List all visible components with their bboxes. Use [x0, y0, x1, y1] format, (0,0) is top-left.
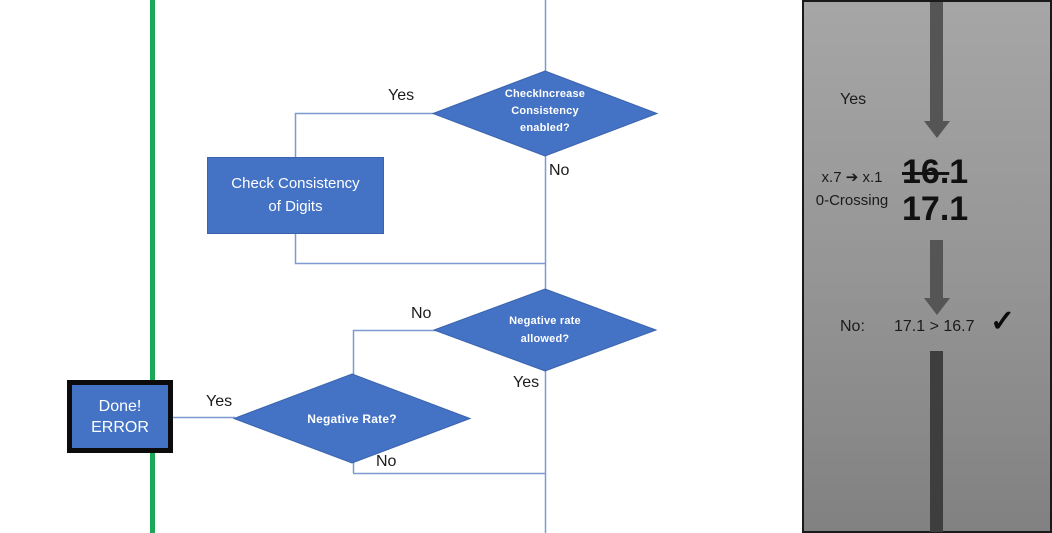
decision-negative-rate	[232, 373, 472, 464]
value-old-rest: 1	[949, 153, 969, 191]
edge-label-no: No	[549, 162, 570, 179]
down-arrow-head-icon	[924, 121, 950, 138]
down-arrow-icon	[930, 240, 943, 298]
decision-negative-rate-allowed-label: Negative rate allowed?	[460, 312, 630, 348]
label-line: of Digits	[268, 198, 323, 215]
label-line: Consistency	[511, 105, 579, 117]
label-line: Done!	[98, 397, 142, 415]
connector-process-out	[294, 234, 545, 265]
panel-values: 16.1 17.1	[902, 154, 968, 228]
label-line: Check Consistency	[231, 175, 360, 192]
process-check-consistency-label: Check Consistency of Digits	[210, 172, 381, 218]
label-line: Negative rate	[509, 315, 581, 327]
rule-line: 0-Crossing	[815, 192, 889, 209]
label-line: allowed?	[520, 333, 570, 345]
edge-label-no: No	[376, 453, 397, 470]
label-line: ERROR	[91, 418, 149, 436]
edge-label-yes: Yes	[513, 374, 540, 391]
value-old-struck: 16.	[902, 153, 950, 191]
terminal-done-error: Done! ERROR	[67, 380, 173, 453]
panel-yes-label: Yes	[840, 91, 867, 108]
green-guide-line	[150, 0, 155, 533]
edge-label-yes: Yes	[388, 87, 415, 104]
panel-result-comparison: 17.1 > 16.7	[894, 318, 975, 335]
edge-label-no: No	[411, 305, 432, 322]
checkmark-icon: ✓	[990, 305, 1016, 338]
side-panel: Yes x.7 ➔ x.1 0-Crossing 16.1 17.1 No: 1…	[802, 0, 1052, 533]
process-check-consistency-of-digits	[207, 157, 384, 234]
decision-check-increase-consistency	[431, 70, 659, 157]
panel-rule-text: x.7 ➔ x.1 0-Crossing	[806, 166, 898, 212]
value-new: 17.1	[902, 190, 969, 228]
panel-result-prefix: No:	[840, 318, 865, 335]
down-bar-icon	[930, 351, 943, 532]
edge-label-yes: Yes	[206, 393, 233, 410]
down-arrow-icon	[930, 2, 943, 121]
rule-line: x.7 ➔ x.1	[821, 169, 883, 186]
label-line: Negative Rate?	[307, 412, 397, 426]
decision-check-increase-label: CheckIncrease Consistency enabled?	[460, 86, 630, 137]
connector-checkincrease-yes	[294, 112, 437, 158]
label-line: enabled?	[520, 122, 570, 134]
label-line: CheckIncrease	[504, 88, 586, 100]
down-arrow-head-icon	[924, 298, 950, 315]
decision-negative-rate-label: Negative Rate?	[267, 410, 437, 428]
value-old: 16.1	[902, 154, 968, 191]
decision-negative-rate-allowed	[432, 288, 658, 372]
